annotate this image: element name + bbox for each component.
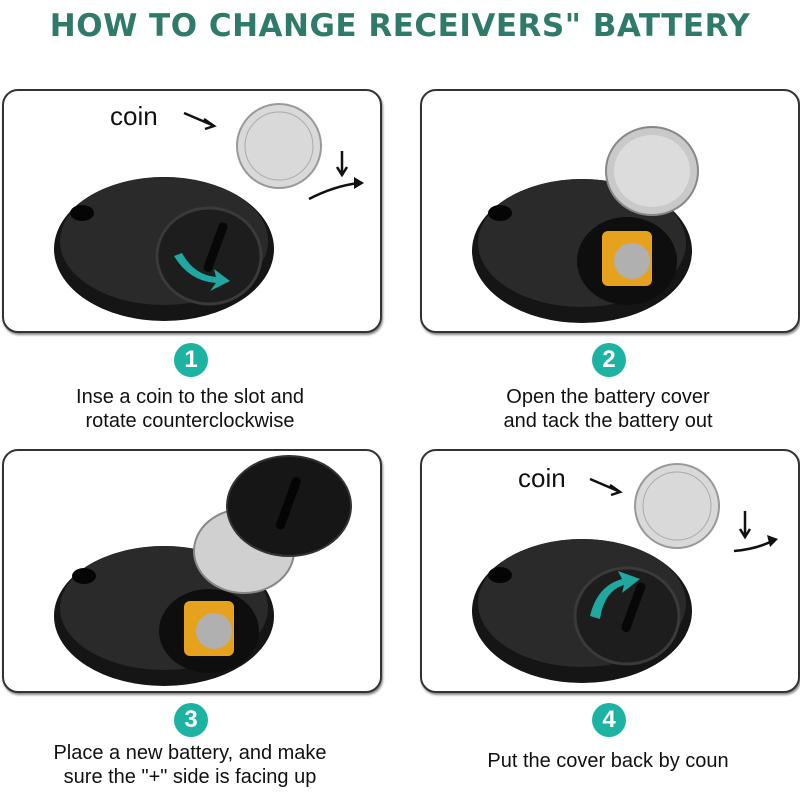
caption-line: rotate counterclockwise bbox=[85, 410, 295, 432]
caption-line: Put the cover back by coun bbox=[487, 750, 729, 772]
fob-close-cover-image bbox=[472, 463, 778, 683]
fob-with-coin-image bbox=[54, 103, 364, 321]
step-2-badge: 2 bbox=[592, 343, 626, 377]
fob-open-battery-image bbox=[472, 126, 699, 323]
page-title: HOW TO CHANGE RECEIVERS" BATTERY bbox=[49, 8, 751, 44]
step-3-badge: 3 bbox=[174, 703, 208, 737]
step-3-illustration bbox=[2, 449, 382, 693]
caption-line: Place a new battery, and make bbox=[53, 742, 327, 764]
coin-label: coin bbox=[518, 463, 566, 493]
step-4-caption: Put the cover back by coun bbox=[418, 749, 798, 773]
fob-new-battery-image bbox=[54, 455, 352, 686]
caption-line: Open the battery cover bbox=[506, 386, 710, 408]
step-3-caption: Place a new battery, and make sure the "… bbox=[0, 741, 380, 789]
caption-line: and tack the battery out bbox=[503, 410, 713, 432]
coin-label: coin bbox=[110, 101, 158, 131]
step-1-caption: Inse a coin to the slot and rotate count… bbox=[0, 385, 380, 433]
step-1-illustration: coin bbox=[2, 89, 382, 333]
step-4-badge: 4 bbox=[592, 703, 626, 737]
step-1-badge: 1 bbox=[174, 343, 208, 377]
caption-line: Inse a coin to the slot and bbox=[76, 386, 304, 408]
step-2-caption: Open the battery cover and tack the batt… bbox=[418, 385, 798, 433]
step-4-illustration: coin bbox=[420, 449, 800, 693]
caption-line: sure the "+" side is facing up bbox=[63, 766, 317, 788]
step-2-illustration bbox=[420, 89, 800, 333]
